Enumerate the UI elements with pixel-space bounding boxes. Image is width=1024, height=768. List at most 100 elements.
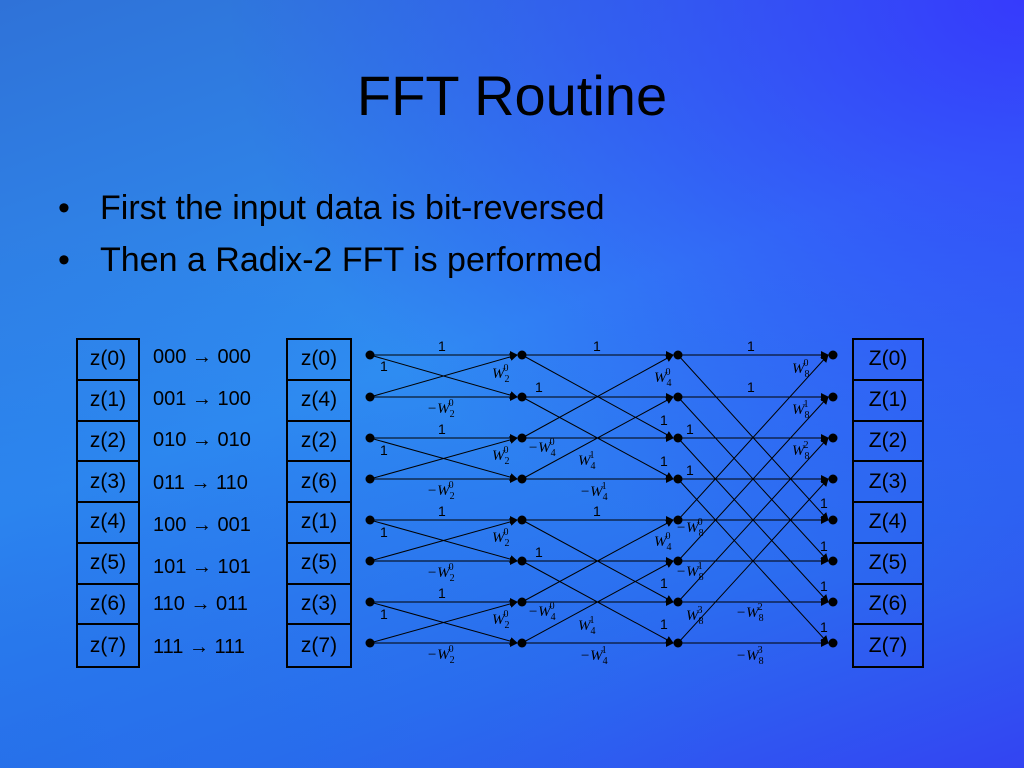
butterfly-edge xyxy=(677,437,829,603)
butterfly-edge xyxy=(369,600,518,644)
butterfly-node xyxy=(517,433,527,443)
butterfly-edge xyxy=(369,436,518,480)
butterfly-node xyxy=(517,556,527,566)
input-cell: z(3) xyxy=(78,462,138,503)
unity-label: 1 xyxy=(380,606,388,622)
butterfly-node xyxy=(365,474,375,484)
butterfly-node xyxy=(828,515,838,525)
unity-label: 1 xyxy=(380,358,388,374)
unity-label: 1 xyxy=(438,503,446,519)
butterfly-nodes xyxy=(365,350,838,648)
bullet-item: •First the input data is bit-reversed xyxy=(58,182,605,234)
butterfly-node xyxy=(673,597,683,607)
reordered-cell: z(2) xyxy=(288,422,350,463)
bullet-text: First the input data is bit-reversed xyxy=(100,189,605,227)
output-cell: Z(7) xyxy=(868,633,908,657)
unity-label: 1 xyxy=(380,442,388,458)
bullet-text: Then a Radix-2 FFT is performed xyxy=(100,241,602,279)
butterfly-node xyxy=(517,638,527,648)
butterfly-node xyxy=(365,350,375,360)
butterfly-node xyxy=(828,474,838,484)
unity-label: 1 xyxy=(438,338,446,354)
input-cell: z(7) xyxy=(89,633,127,657)
butterfly-node xyxy=(365,638,375,648)
twiddle-factor-label: −W20 xyxy=(427,398,455,420)
butterfly-node xyxy=(828,433,838,443)
input-cell: z(0) xyxy=(78,340,138,381)
twiddle-factor-label: W20 xyxy=(492,363,510,385)
butterfly-node xyxy=(673,433,683,443)
unity-label: 1 xyxy=(660,453,668,469)
input-cell: z(5) xyxy=(78,544,138,585)
unity-label: 1 xyxy=(747,338,755,354)
butterfly-edge xyxy=(369,353,518,398)
twiddle-factor-label: −W41 xyxy=(580,481,608,503)
butterfly-node xyxy=(673,350,683,360)
butterfly-node xyxy=(673,392,683,402)
butterfly-node xyxy=(365,433,375,443)
butterfly-node xyxy=(828,556,838,566)
twiddle-factor-label: W20 xyxy=(492,527,510,549)
butterfly-node xyxy=(673,474,683,484)
butterfly-node xyxy=(517,597,527,607)
twiddle-factor-label: −W82 xyxy=(736,602,764,624)
butterfly-edge xyxy=(677,478,829,644)
butterfly-edge xyxy=(521,396,674,480)
bit-reversal-row: 110 → 011 xyxy=(153,593,248,615)
bullet-marker: • xyxy=(58,241,70,279)
twiddle-factor-label: W82 xyxy=(792,440,810,462)
input-cell: z(1) xyxy=(78,381,138,422)
reordered-cell: z(0) xyxy=(288,340,350,381)
reordered-cell: z(5) xyxy=(288,544,350,585)
unity-label: 1 xyxy=(660,616,668,632)
twiddle-factor-label: W20 xyxy=(492,609,510,631)
butterfly-node xyxy=(517,392,527,402)
twiddle-factor-label: −W80 xyxy=(676,517,704,539)
twiddle-factor-label: −W81 xyxy=(676,561,704,583)
twiddle-factor-label: W40 xyxy=(654,531,672,553)
output-cell: Z(1) xyxy=(854,381,922,422)
butterfly-node xyxy=(517,474,527,484)
bit-reversal-row: 111 → 111 xyxy=(153,636,245,658)
twiddle-factor-label: W41 xyxy=(578,615,596,637)
output-cell: Z(3) xyxy=(854,462,922,503)
butterfly-node xyxy=(365,392,375,402)
unity-label: 1 xyxy=(593,503,601,519)
twiddle-factor-label: W83 xyxy=(686,605,704,627)
butterfly-node xyxy=(517,350,527,360)
unity-label: 1 xyxy=(686,462,694,478)
input-cell: z(2) xyxy=(78,422,138,463)
input-column: z(0) z(1) z(2) z(3) z(4) z(5) z(6) z(7) xyxy=(76,338,140,668)
reordered-cell: z(6) xyxy=(288,462,350,503)
output-cell: Z(5) xyxy=(854,544,922,585)
butterfly-node xyxy=(365,556,375,566)
unity-label: 1 xyxy=(820,578,828,594)
twiddle-factor-label: −W40 xyxy=(528,437,556,459)
butterfly-node xyxy=(673,638,683,648)
butterfly-node xyxy=(828,597,838,607)
bullet-list: •First the input data is bit-reversed • T… xyxy=(58,182,605,286)
twiddle-factor-label: W20 xyxy=(492,445,510,467)
butterfly-edges xyxy=(369,351,829,647)
bit-reversal-row: 010 → 010 xyxy=(153,429,251,451)
unity-label: 1 xyxy=(820,538,828,554)
unity-label: 1 xyxy=(747,379,755,395)
twiddle-factor-label: W81 xyxy=(792,399,810,421)
output-cell: Z(0) xyxy=(854,340,922,381)
reordered-cell: z(3) xyxy=(288,585,350,626)
unity-label: 1 xyxy=(820,619,828,635)
twiddle-factor-label: W41 xyxy=(578,450,596,472)
unity-label: 1 xyxy=(660,412,668,428)
butterfly-node xyxy=(365,515,375,525)
output-cell: Z(4) xyxy=(854,503,922,544)
input-cell: z(6) xyxy=(78,585,138,626)
twiddle-factor-label: −W41 xyxy=(580,645,608,667)
reordered-cell: z(4) xyxy=(288,381,350,422)
unity-label: 1 xyxy=(593,338,601,354)
unity-label: 1 xyxy=(380,524,388,540)
butterfly-node xyxy=(673,515,683,525)
unity-label: 1 xyxy=(686,421,694,437)
output-cell: Z(2) xyxy=(854,422,922,463)
reordered-column: z(0) z(4) z(2) z(6) z(1) z(5) z(3) z(7) xyxy=(286,338,352,668)
